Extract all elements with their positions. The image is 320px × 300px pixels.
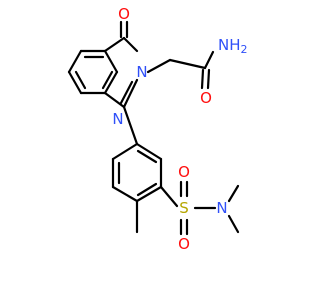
bond <box>135 142 163 161</box>
atom-label-carbonyl-oxygen: O <box>118 5 130 23</box>
amide-nitrogen-symbol: N <box>218 36 229 54</box>
bond-layer <box>67 20 240 236</box>
bond <box>122 78 139 109</box>
atom-label-amide-oxygen: O <box>200 89 212 107</box>
molecule-structure: O N N NH2 O S O O N <box>67 5 248 253</box>
amide-hydrogen-symbol: H <box>229 36 240 54</box>
bond <box>159 185 179 208</box>
bond <box>103 91 126 109</box>
bond <box>122 105 139 146</box>
atom-label-sulfur: S <box>179 199 189 217</box>
bond <box>206 68 211 90</box>
bond <box>103 49 119 74</box>
bond <box>135 185 163 203</box>
atom-label-ring-nitrogen-3: N <box>112 110 123 128</box>
molecule-canvas: O N N NH2 O S O O N <box>67 5 248 253</box>
bond <box>227 184 240 203</box>
bond <box>101 70 114 90</box>
bond <box>136 149 158 164</box>
bond <box>67 70 83 95</box>
bond <box>146 58 172 74</box>
bond <box>168 58 207 70</box>
atom-label-sulfonamide-nitrogen: N <box>216 199 227 217</box>
bond <box>67 49 83 74</box>
atom-label-amide-nitrogen: NH2 <box>218 36 248 56</box>
amide-hydrogen-count: 2 <box>241 43 248 56</box>
atom-label-sulfonyl-oxygen-top: O <box>178 163 190 181</box>
atom-label-sulfonyl-oxygen-bottom: O <box>178 235 190 253</box>
bond <box>74 70 87 90</box>
bond <box>103 36 126 53</box>
atom-label-ring-nitrogen-2: N <box>136 63 147 81</box>
bond <box>111 185 139 203</box>
bond <box>103 70 119 95</box>
bond <box>122 36 139 53</box>
bond <box>111 142 139 161</box>
bond <box>227 214 240 234</box>
bond <box>119 80 134 105</box>
bond <box>200 68 205 90</box>
bond <box>136 182 158 197</box>
atom-label-layer: O N N NH2 O S O O N <box>112 5 247 253</box>
bond <box>203 50 215 70</box>
